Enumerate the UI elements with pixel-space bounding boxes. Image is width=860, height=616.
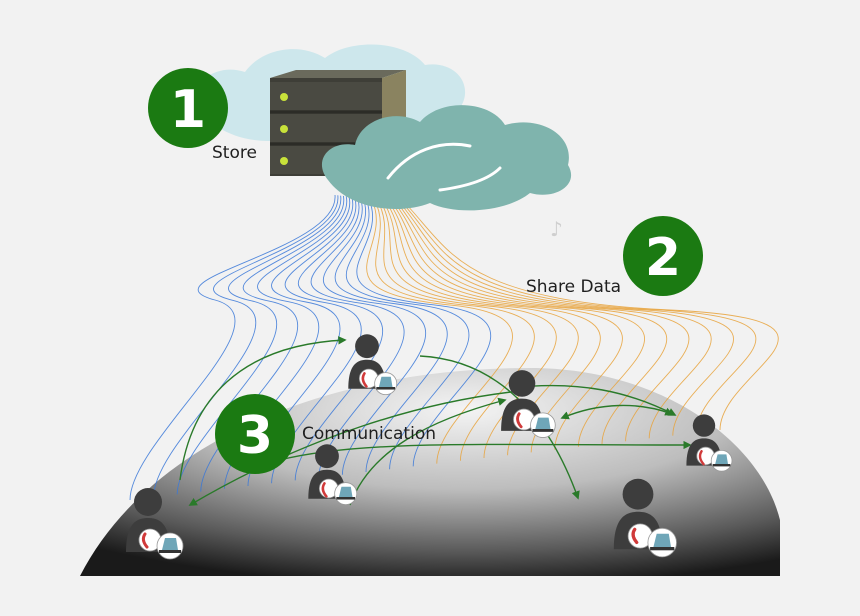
data-stream-line [294,197,384,481]
step-3-badge: 3 [215,394,295,474]
user-icon [613,478,677,558]
data-stream-line [129,194,336,501]
music-note-icon: ♪ [550,217,563,241]
data-stream-line [385,200,623,450]
laptop-icon [530,412,556,438]
user-icon [308,444,358,506]
data-stream-line [334,198,448,473]
data-stream-line [390,201,668,445]
step-2-label: Share Data [526,277,622,297]
globe-surface [80,368,780,576]
data-stream-line [396,201,712,439]
data-stream-line [401,202,757,433]
step-1-label: Store [212,143,257,163]
data-stream-line [382,200,601,453]
step-3-label: Communication [302,424,436,444]
data-stream-line [356,198,492,467]
step-1-number: 1 [170,80,206,140]
server-led-icon [280,157,288,165]
step-2-badge: 2 [623,216,703,296]
data-stream-line [393,201,690,442]
user-icon [126,488,184,560]
laptop-icon [156,532,184,560]
laptop-icon [710,449,733,472]
arrow [349,397,507,506]
data-stream-line [379,199,579,456]
data-stream-line [271,196,362,484]
arrow [179,336,347,481]
data-stream-line [322,197,426,475]
arrow [188,389,531,506]
data-stream-line [404,202,779,431]
data-stream-line [345,198,470,470]
user-icon [501,370,556,438]
laptop-icon [374,372,398,396]
step-3-number: 3 [237,406,273,466]
laptop-icon [334,482,358,506]
user-icon [686,414,733,472]
data-stream-line [153,195,339,498]
user-icon [348,334,398,396]
laptop-icon [647,527,677,558]
phone-icon [358,368,379,389]
step-2-number: 2 [645,228,681,288]
data-stream-line [387,200,645,447]
server-led-icon [280,93,288,101]
step-1-badge: 1 [148,68,228,148]
data-stream-line [366,198,513,464]
phone-icon [138,528,162,552]
server-led-icon [280,125,288,133]
arrow [560,404,674,420]
arrow [279,440,692,461]
cloud-icon [321,105,572,211]
data-stream-line [399,202,735,436]
users-layer [126,334,733,560]
data-stream-line [176,195,342,495]
communication-arrows [179,336,692,506]
data-stream-line [310,197,405,478]
